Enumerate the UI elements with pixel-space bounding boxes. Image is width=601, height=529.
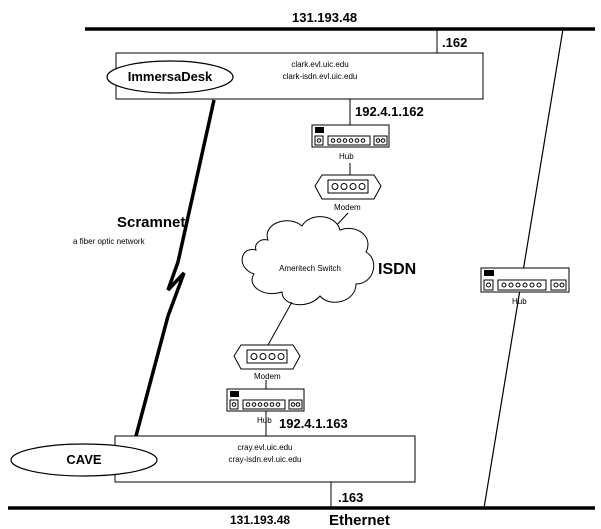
- scramnet-title: Scramnet: [117, 214, 186, 231]
- cave-label: CAVE: [66, 452, 102, 467]
- upper-host-hostname-2: clark-isdn.evl.uic.edu: [282, 72, 358, 81]
- cave-ellipse: [10, 443, 158, 477]
- ethernet-label: Ethernet: [329, 512, 390, 529]
- lower-hub-label: Hub: [257, 416, 272, 425]
- lower-host-box: [114, 435, 416, 483]
- isdn-label: ISDN: [378, 261, 417, 278]
- top-network-suffix: .162: [442, 35, 468, 50]
- right-hub-device: [480, 267, 570, 293]
- scramnet-lightning-bolt: [166, 261, 186, 317]
- upper-modem-label: Modem: [334, 203, 361, 212]
- immersadesk-label: ImmersaDesk: [127, 69, 213, 84]
- ameritech-cloud: [241, 216, 375, 306]
- upper-hub-label: Hub: [339, 152, 354, 161]
- upper-modem-device: [314, 174, 382, 200]
- scramnet-subtitle: a fiber optic network: [73, 237, 145, 246]
- bottom-network-suffix: .163: [338, 490, 364, 505]
- bottom-network-address: 131.193.48: [230, 513, 291, 527]
- lower-isdn-ip: 192.4.1.163: [279, 416, 348, 431]
- upper-host-hostname-1: clark.evl.uic.edu: [291, 60, 349, 69]
- scramnet-link-lower: [134, 315, 170, 437]
- lower-modem-device: [233, 344, 301, 370]
- lower-modem-label: Modem: [254, 372, 281, 381]
- lower-host-hostname-2: cray-isdn.evl.uic.edu: [228, 455, 302, 464]
- ameritech-switch-label: Ameritech Switch: [279, 264, 341, 273]
- upper-isdn-ip: 192.4.1.162: [355, 104, 424, 119]
- upper-hub-device: [311, 124, 390, 148]
- right-hub-label: Hub: [512, 297, 527, 306]
- scramnet-link-upper: [176, 99, 216, 263]
- immersadesk-ellipse: [106, 60, 234, 94]
- lower-host-hostname-1: cray.evl.uic.edu: [237, 443, 293, 452]
- top-network-address: 131.193.48: [292, 10, 358, 25]
- lower-hub-device: [226, 388, 305, 412]
- cloud-to-lower-modem: [267, 301, 293, 346]
